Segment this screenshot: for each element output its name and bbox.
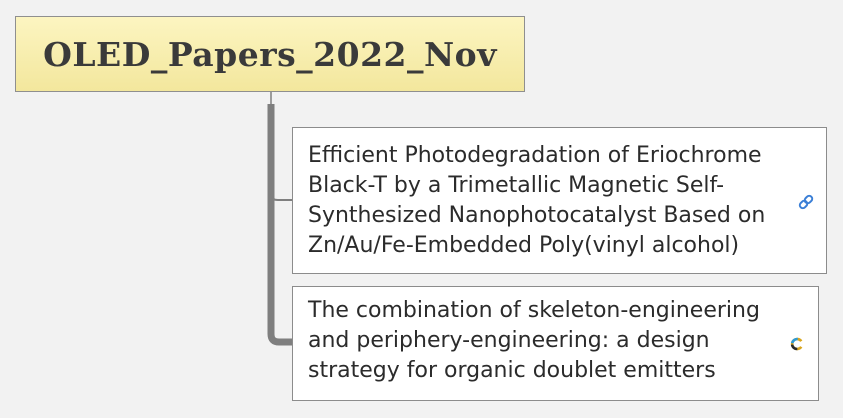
branch-connector-1 [270,193,292,201]
trunk-connector [267,104,292,346]
topic-node-photodegradation[interactable]: Efficient Photodegradation of Eriochrome… [292,127,827,274]
central-topic-title: OLED_Papers_2022_Nov [43,34,497,74]
topic-text: The combination of skeleton-engineering … [308,298,760,383]
topic-text: Efficient Photodegradation of Eriochrome… [308,143,766,258]
c-logo-icon[interactable] [790,337,804,351]
link-icon[interactable] [797,193,815,211]
central-topic[interactable]: OLED_Papers_2022_Nov [15,16,525,92]
topic-node-doublet-emitters[interactable]: The combination of skeleton-engineering … [292,286,819,401]
